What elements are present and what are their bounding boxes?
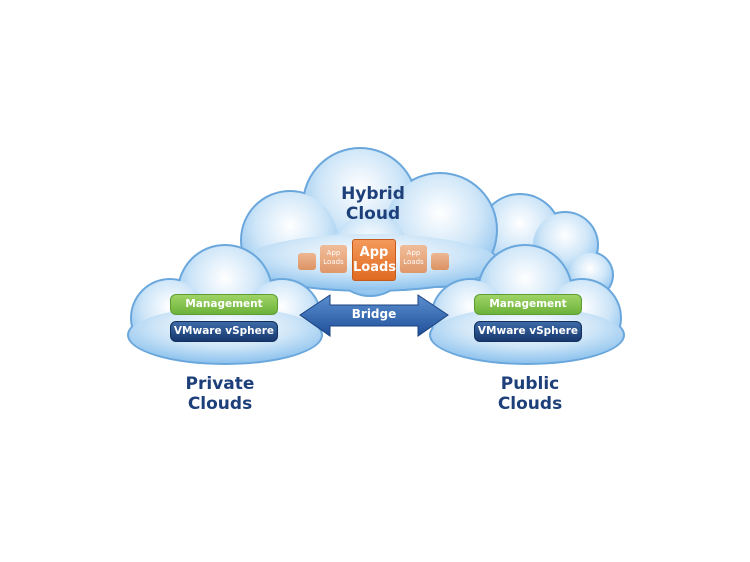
private-title-line1: Private: [185, 374, 255, 394]
bridge-arrow-icon: [299, 294, 449, 337]
app-label: App: [359, 245, 389, 260]
private-vsphere-bar: VMware vSphere: [170, 321, 278, 342]
private-title-line2: Clouds: [187, 394, 253, 414]
app-load-tiny-right: [431, 253, 449, 270]
bridge-label: Bridge: [351, 307, 397, 321]
hybrid-cloud-title: Hybrid Cloud: [320, 184, 426, 224]
private-clouds-title: Private Clouds: [165, 374, 275, 414]
public-management-bar: Management: [474, 294, 582, 315]
app-loads-main: App Loads: [352, 239, 396, 281]
hybrid-title-line1: Hybrid: [341, 184, 405, 204]
public-clouds-title: Public Clouds: [475, 374, 585, 414]
loads-label: Loads: [403, 258, 424, 266]
loads-label: Loads: [323, 258, 344, 266]
app-label: App: [326, 249, 341, 257]
app-loads-small-right: App Loads: [400, 245, 427, 273]
app-load-tiny-left: [298, 253, 316, 270]
app-label: App: [406, 249, 421, 257]
public-vsphere-bar: VMware vSphere: [474, 321, 582, 342]
private-management-bar: Management: [170, 294, 278, 315]
public-title-line2: Clouds: [497, 394, 563, 414]
app-loads-small-left: App Loads: [320, 245, 347, 273]
hybrid-title-line2: Cloud: [345, 204, 401, 224]
loads-label: Loads: [353, 260, 397, 275]
public-title-line1: Public: [500, 374, 560, 394]
